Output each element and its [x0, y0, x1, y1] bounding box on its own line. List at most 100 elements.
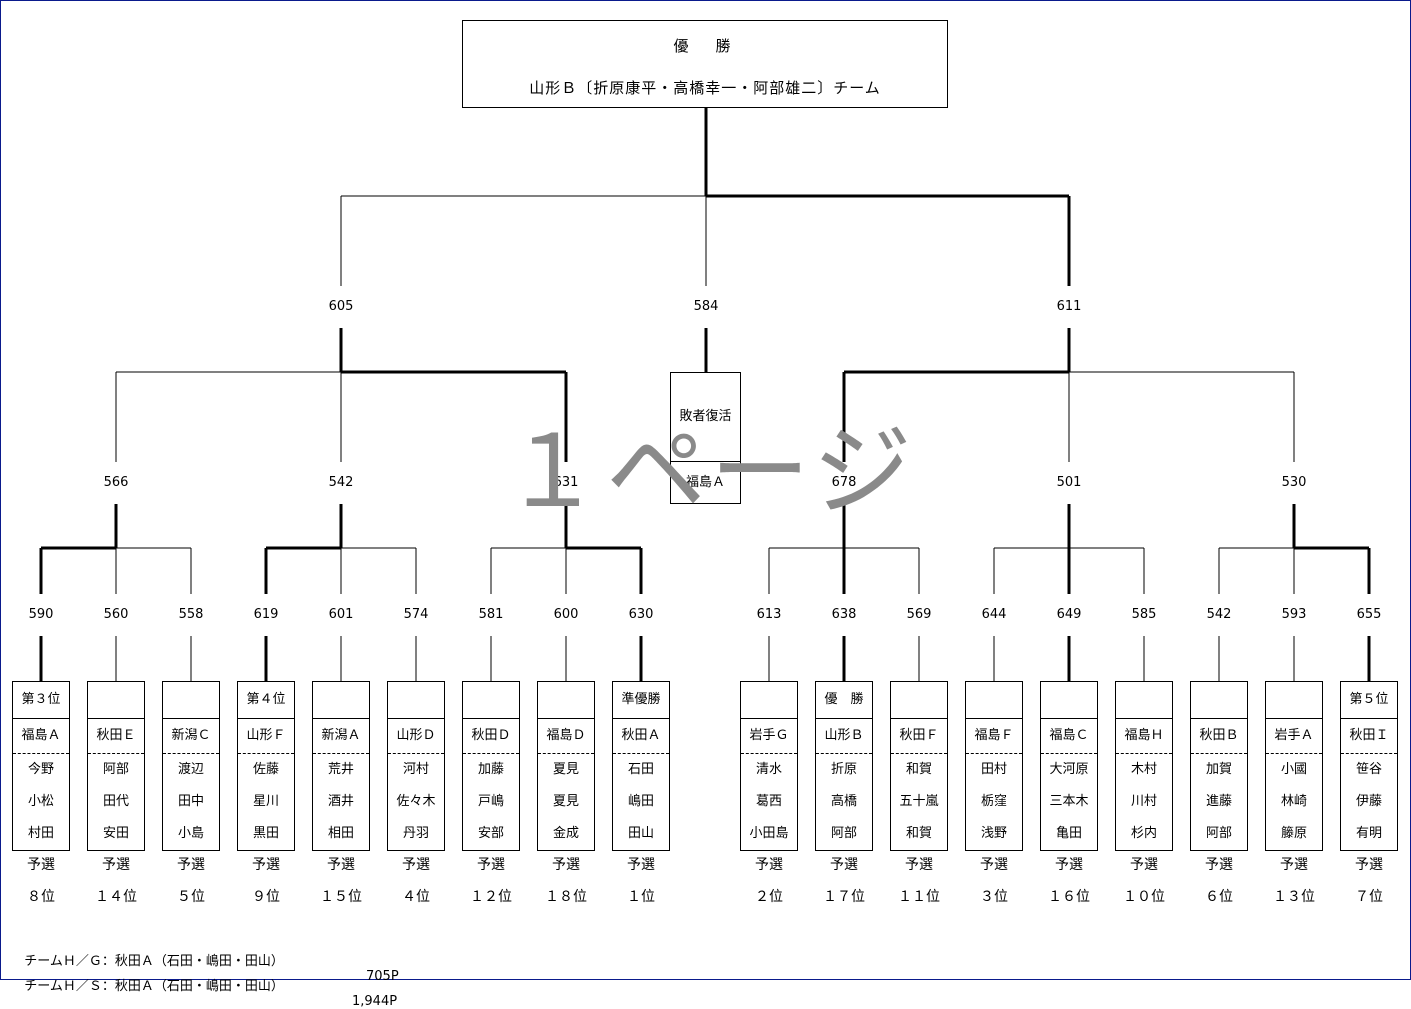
revival-box: 敗者復活 福島Ａ [670, 372, 741, 504]
prelim-label: 予選 [252, 857, 280, 873]
team-name: 山形Ｆ [238, 719, 294, 754]
team-member: 丹羽 [402, 826, 429, 841]
team-name: 岩手Ａ [1266, 719, 1322, 754]
prelim-rank: ６位 [1205, 889, 1233, 905]
team-member: 三本木 [1049, 794, 1089, 809]
team-member: 相田 [327, 826, 354, 841]
team-member: 夏見 [552, 762, 579, 777]
team-member: 和賀 [905, 826, 932, 841]
prelim-rank: ９位 [252, 889, 280, 905]
team-member: 林崎 [1280, 794, 1307, 809]
team-member: 阿部 [830, 826, 857, 841]
team-member: 河村 [402, 762, 429, 777]
team-score: 558 [178, 607, 204, 622]
team-member: 阿部 [1205, 826, 1232, 841]
team-member: 折原 [830, 762, 857, 777]
prelim-label: 予選 [1205, 857, 1233, 873]
score-semifinal-right: 611 [1056, 299, 1082, 314]
team-name: 秋田Ｉ [1341, 719, 1397, 754]
revival-team: 福島Ａ [685, 475, 725, 490]
team-score: 581 [478, 607, 504, 622]
team-badge [1191, 682, 1247, 719]
team-name: 福島Ｃ [1041, 719, 1097, 754]
score-group-2: 542 [328, 475, 354, 490]
score-group-5: 501 [1056, 475, 1082, 490]
team-member: 星川 [252, 794, 279, 809]
prelim-rank: ２位 [755, 889, 783, 905]
team-member: 安田 [102, 826, 129, 841]
team-member: 阿部 [102, 762, 129, 777]
team-member: 進藤 [1205, 794, 1232, 809]
team-score: 560 [103, 607, 129, 622]
team-score: 630 [628, 607, 654, 622]
score-semifinal-center: 584 [693, 299, 719, 314]
team-badge: 第５位 [1341, 682, 1397, 719]
team-member: 田山 [627, 826, 654, 841]
prelim-label: 予選 [1355, 857, 1383, 873]
prelim-rank: １７位 [823, 889, 865, 905]
team-member: 田代 [102, 794, 129, 809]
note-hg-label: チームＨ／Ｇ：秋田Ａ（石田・嶋田・田山） [24, 954, 284, 969]
champion-team: 山形Ｂ〔折原康平・高橋幸一・阿部雄二〕チーム [529, 79, 881, 97]
team-score: 649 [1056, 607, 1082, 622]
prelim-rank: １３位 [1273, 889, 1315, 905]
champion-heading: 優 勝 [673, 37, 737, 55]
prelim-rank: １２位 [470, 889, 512, 905]
prelim-rank: １８位 [545, 889, 587, 905]
prelim-label: 予選 [1280, 857, 1308, 873]
team-score: 601 [328, 607, 354, 622]
revival-label: 敗者復活 [671, 373, 740, 462]
prelim-label: 予選 [905, 857, 933, 873]
team-badge [891, 682, 947, 719]
team-name: 福島Ｆ [966, 719, 1022, 754]
team-name: 福島Ａ [13, 719, 69, 754]
team-member: 五十嵐 [899, 794, 939, 809]
champion-box: 優 勝 山形Ｂ〔折原康平・高橋幸一・阿部雄二〕チーム [462, 20, 948, 108]
team-score: 585 [1131, 607, 1157, 622]
team-badge: 優 勝 [816, 682, 872, 719]
team-member: 伊藤 [1355, 794, 1382, 809]
team-member: 高橋 [830, 794, 857, 809]
team-card: 優 勝山形Ｂ 折原高橋阿部 [815, 681, 873, 851]
prelim-label: 予選 [102, 857, 130, 873]
team-member: 大河原 [1049, 762, 1089, 777]
team-score: 590 [28, 607, 54, 622]
team-badge: 第３位 [13, 682, 69, 719]
team-name: 山形Ｂ [816, 719, 872, 754]
team-member: 笹谷 [1355, 762, 1382, 777]
prelim-rank: １４位 [95, 889, 137, 905]
team-member: 小田島 [749, 826, 789, 841]
team-score: 638 [831, 607, 857, 622]
team-score: 655 [1356, 607, 1382, 622]
team-name: 秋田Ｄ [463, 719, 519, 754]
prelim-label: 予選 [980, 857, 1008, 873]
team-badge: 準優勝 [613, 682, 669, 719]
score-group-1: 566 [103, 475, 129, 490]
team-member: 佐藤 [252, 762, 279, 777]
team-member: 荒井 [327, 762, 354, 777]
prelim-rank: ４位 [402, 889, 430, 905]
team-member: 安部 [477, 826, 504, 841]
team-member: 夏見 [552, 794, 579, 809]
team-badge [163, 682, 219, 719]
team-badge [966, 682, 1022, 719]
team-badge [1266, 682, 1322, 719]
team-score: 644 [981, 607, 1007, 622]
team-member: 田村 [980, 762, 1007, 777]
team-badge [1041, 682, 1097, 719]
team-member: 酒井 [327, 794, 354, 809]
team-member: 清水 [755, 762, 782, 777]
prelim-label: 予選 [402, 857, 430, 873]
prelim-rank: １６位 [1048, 889, 1090, 905]
bracket-lines [39, 108, 1371, 681]
